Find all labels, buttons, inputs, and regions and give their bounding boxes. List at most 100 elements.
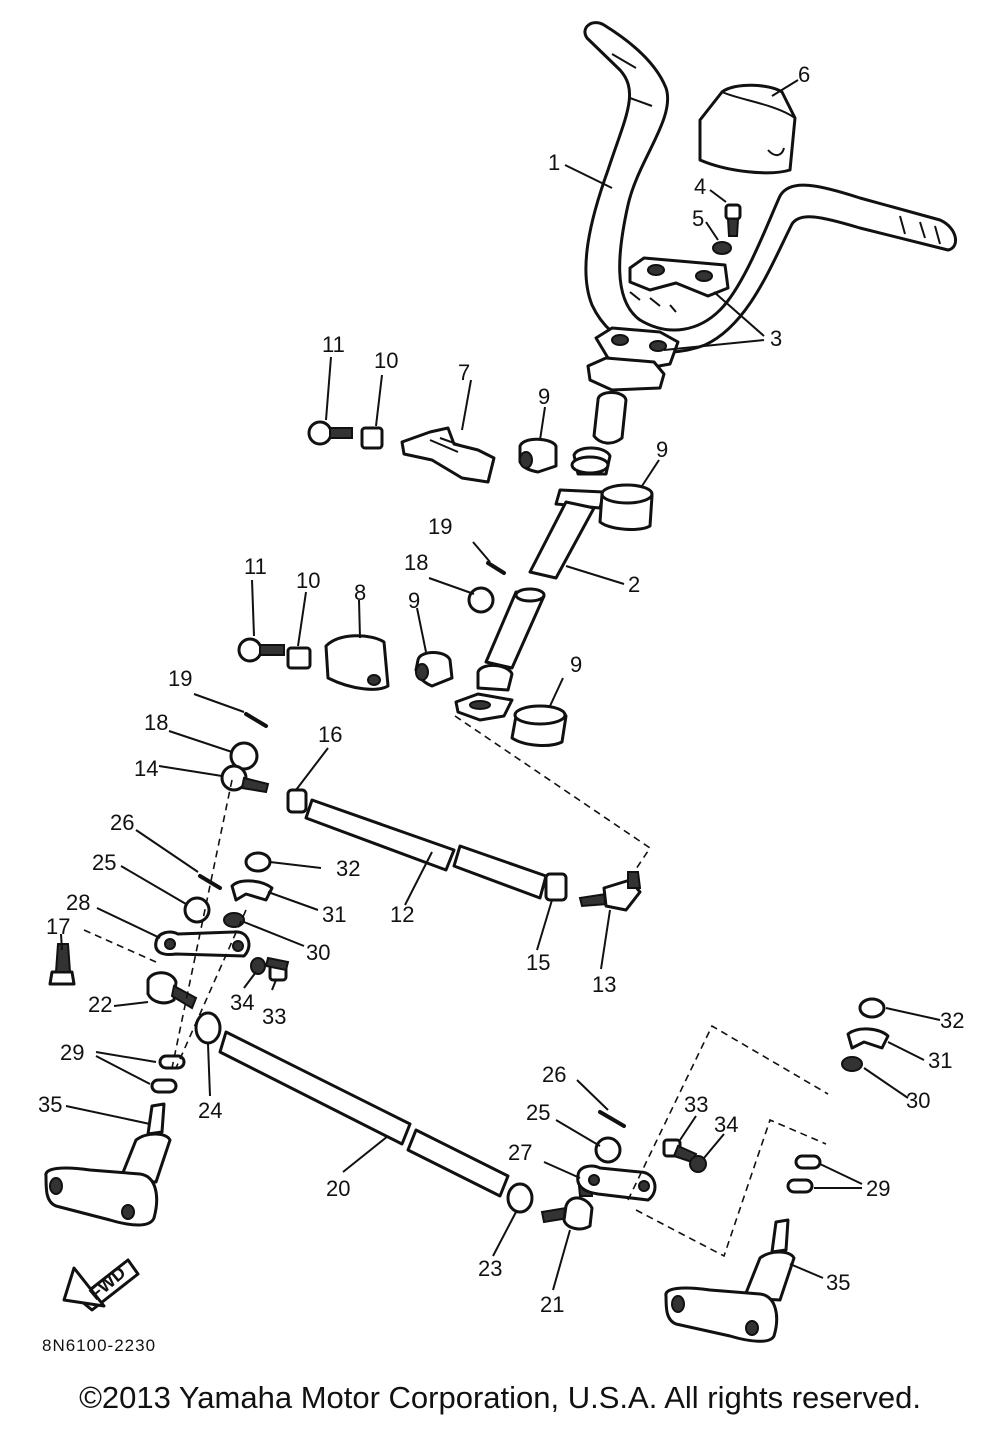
nut-18-a [467,586,495,614]
washer-34-a [250,957,266,975]
leader-lines [60,79,941,1291]
handlebar-holder-upper [628,256,730,298]
callout-33-a: 33 [262,1004,286,1029]
parts-diagram: FWD [38,21,964,1343]
bolt-33-a [264,956,290,982]
callout-19-a: 19 [428,514,452,539]
callout-1: 1 [548,150,560,175]
nut-10-a [360,426,384,450]
callout-7: 7 [458,360,470,385]
clamp-9-a [518,437,558,474]
callout-29-b: 29 [866,1176,890,1201]
callout-25-b: 25 [526,1100,550,1125]
bolt-11-a [307,420,353,446]
tie-rod-end-13 [578,871,642,912]
cotter-pin-19-b [244,712,268,728]
callout-33-b: 33 [684,1092,708,1117]
callout-13: 13 [592,972,616,997]
copyright-notice: ©2013 Yamaha Motor Corporation, U.S.A. A… [79,1380,921,1415]
nut-15 [544,872,568,902]
callout-35-b: 35 [826,1270,850,1295]
cotter-pin-26-a [198,874,222,890]
callout-9-d: 9 [570,652,582,677]
nut-10-b [286,646,312,670]
pivot-29-d [786,1178,814,1194]
bracket-7 [400,426,496,484]
callout-14: 14 [134,756,158,781]
callout-20: 20 [326,1176,350,1201]
bolt-17 [48,943,76,986]
callout-29-a: 29 [60,1040,84,1065]
callout-19-b: 19 [168,666,192,691]
nut-23 [506,1182,534,1214]
callout-8: 8 [354,580,366,605]
steering-knuckle-35-b [664,1218,796,1343]
cap-32-b [858,997,886,1019]
pivot-29-c [794,1154,822,1170]
callout-6: 6 [798,62,810,87]
callout-17: 17 [46,914,70,939]
callout-32-b: 32 [940,1008,964,1033]
pitman-arm-28 [154,930,251,958]
callout-30-b: 30 [906,1088,930,1113]
tie-rod-end-22 [146,971,198,1010]
washer-34-b [689,1155,707,1173]
callout-34-b: 34 [714,1112,738,1137]
bushing-30-b [841,1056,863,1072]
pitman-arm-27 [576,1164,657,1202]
callout-23: 23 [478,1256,502,1281]
callout-2: 2 [628,572,640,597]
tie-rod-end-14 [220,764,270,794]
cap-32-a [244,851,272,873]
callout-22: 22 [88,992,112,1017]
bolt-11-b [237,637,285,663]
callout-9-a: 9 [538,384,550,409]
handlebar-holder-lower [586,326,680,392]
nut-25-a [183,896,211,924]
callout-27: 27 [508,1140,532,1165]
clip-31-b [846,1027,890,1050]
callout-26-b: 26 [542,1062,566,1087]
callout-21: 21 [540,1292,564,1317]
callout-31-a: 31 [322,902,346,927]
callout-31-b: 31 [928,1048,952,1073]
callout-35-a: 35 [38,1092,62,1117]
bolt-4 [724,203,742,237]
steering-knuckle-35-a [44,1102,172,1227]
callout-28: 28 [66,890,90,915]
callout-9-b: 9 [656,437,668,462]
cotter-pin-19-a [486,561,506,575]
callout-10-b: 10 [296,568,320,593]
callout-3: 3 [770,326,782,351]
bushing-30-a [223,912,245,928]
callout-numbers: 1 2 3 4 5 6 7 8 9 9 9 9 10 10 11 11 12 1… [38,62,964,1317]
callout-4: 4 [694,174,706,199]
tie-rod-12 [304,798,548,900]
tie-rod-20 [218,1030,510,1198]
callout-30-a: 30 [306,940,330,965]
callout-34-a: 34 [230,990,254,1015]
callout-11-a: 11 [322,332,345,357]
bushing-9-b [598,483,654,531]
forward-direction-icon: FWD [62,1258,140,1312]
callout-12: 12 [390,902,414,927]
cotter-pin-26-b [598,1110,626,1128]
handlebar-cover [698,83,797,175]
callout-24: 24 [198,1098,222,1123]
nut-25-b [594,1136,622,1164]
nut-16 [286,788,308,814]
assembly-lines [83,715,829,1258]
callout-16: 16 [318,722,342,747]
callout-11-b: 11 [244,554,267,579]
callout-25-a: 25 [92,850,116,875]
nut-24 [194,1011,222,1045]
callout-15: 15 [526,950,550,975]
callout-10-a: 10 [374,348,398,373]
bushing-9-d [510,704,568,747]
diagram-part-number: 8N6100-2230 [42,1336,157,1355]
callout-18-b: 18 [144,710,168,735]
bracket-8 [324,634,390,691]
pivot-29-b [150,1078,178,1094]
washer-5 [712,241,732,255]
callout-26-a: 26 [110,810,134,835]
